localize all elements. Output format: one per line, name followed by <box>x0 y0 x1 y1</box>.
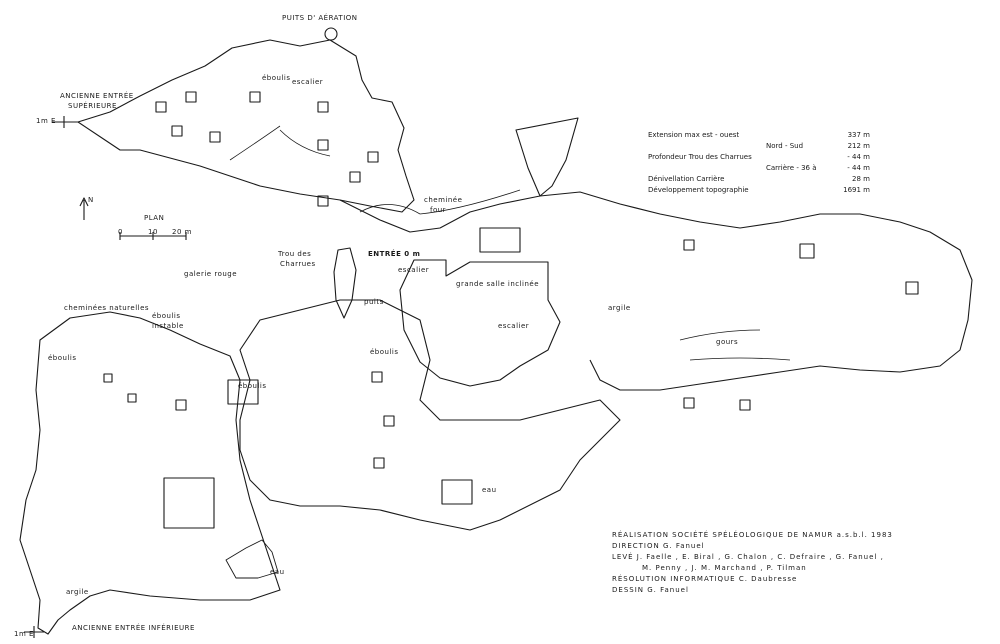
label-cheminee: cheminée <box>424 196 463 204</box>
scale-20: 20 m <box>172 228 192 236</box>
stat-row: Carrière - 36 à- 44 m <box>766 164 870 172</box>
label-north: N <box>88 196 94 204</box>
label-trou-charrues-2: Charrues <box>280 260 316 268</box>
scale-10: 10 <box>148 228 158 236</box>
label-grande-salle: grande salle inclinée <box>456 280 540 288</box>
label-upper-entrance: ANCIENNE ENTRÉE <box>60 92 134 100</box>
credit-realisation: RÉALISATION SOCIÉTÉ SPÉLÉOLOGIQUE DE NAM… <box>612 531 893 539</box>
label-eboulis-small: éboulis <box>238 382 267 390</box>
label-plan: PLAN <box>144 214 165 222</box>
label-eau-bottom: eau <box>270 568 285 576</box>
label-escalier-top: escalier <box>292 78 324 86</box>
lower-left-outline <box>19 311 281 635</box>
stat-row: Profondeur Trou des Charrues- 44 m <box>648 153 870 161</box>
label-eboulis-top: éboulis <box>262 74 291 82</box>
label-gours: gours <box>716 338 739 346</box>
label-lower-entrance: ANCIENNE ENTRÉE INFÉRIEURE <box>72 624 195 632</box>
upper-entrance-marker <box>52 116 78 128</box>
flow-lines <box>229 125 791 361</box>
credit-dessin: DESSIN G. Fanuel <box>612 586 689 594</box>
label-eau-mid: eau <box>482 486 497 494</box>
credit-resolution: RÉSOLUTION INFORMATIQUE C. Daubresse <box>612 575 798 583</box>
label-puits: puits <box>364 298 384 306</box>
upper-gallery-outline <box>77 39 415 213</box>
label-eboulis-mid: éboulis <box>370 348 399 356</box>
well-shaft <box>333 247 357 319</box>
label-upper-entrance-2: SUPÉRIEURE <box>68 102 117 110</box>
label-eboulis-instable-2: instable <box>152 322 184 330</box>
label-argile-bottom: argile <box>66 588 89 596</box>
label-galerie-rouge: galerie rouge <box>184 270 238 278</box>
label-trou-charrues: Trou des <box>278 250 312 258</box>
great-hall-outline <box>399 259 561 387</box>
credits-block: RÉALISATION SOCIÉTÉ SPÉLÉOLOGIQUE DE NAM… <box>612 530 893 596</box>
label-entree: ENTRÉE 0 m <box>368 250 421 258</box>
elevation-upper: 1m E <box>36 117 56 125</box>
scale-0: 0 <box>118 228 123 236</box>
label-cheminees-naturelles: cheminées naturelles <box>64 304 150 312</box>
lower-maze-outline <box>239 299 621 531</box>
credit-direction: DIRECTION G. Fanuel <box>612 542 705 550</box>
lower-entrance-marker <box>24 626 44 638</box>
elevation-lower: 1m E <box>14 630 34 638</box>
central-corridor <box>339 191 973 391</box>
credit-leve-cont: M. Penny , J. M. Marchand , P. Tilman <box>642 564 807 572</box>
scale-bar <box>119 232 187 240</box>
label-eboulis-left: éboulis <box>48 354 77 362</box>
label-eboulis-instable: éboulis <box>152 312 181 320</box>
label-four: four <box>430 206 447 214</box>
credit-leve: LEVÉ J. Faelle , E. Biral , G. Chalon , … <box>612 553 884 561</box>
north-arrow-icon <box>79 197 89 220</box>
label-escalier-low: escalier <box>498 322 530 330</box>
label-escalier-mid: escalier <box>398 266 430 274</box>
label-argile-right: argile <box>608 304 631 312</box>
shaft-outline <box>515 117 579 197</box>
label-puits-aeration: PUITS D' AÉRATION <box>282 14 358 22</box>
water-hatched-area <box>225 539 279 579</box>
